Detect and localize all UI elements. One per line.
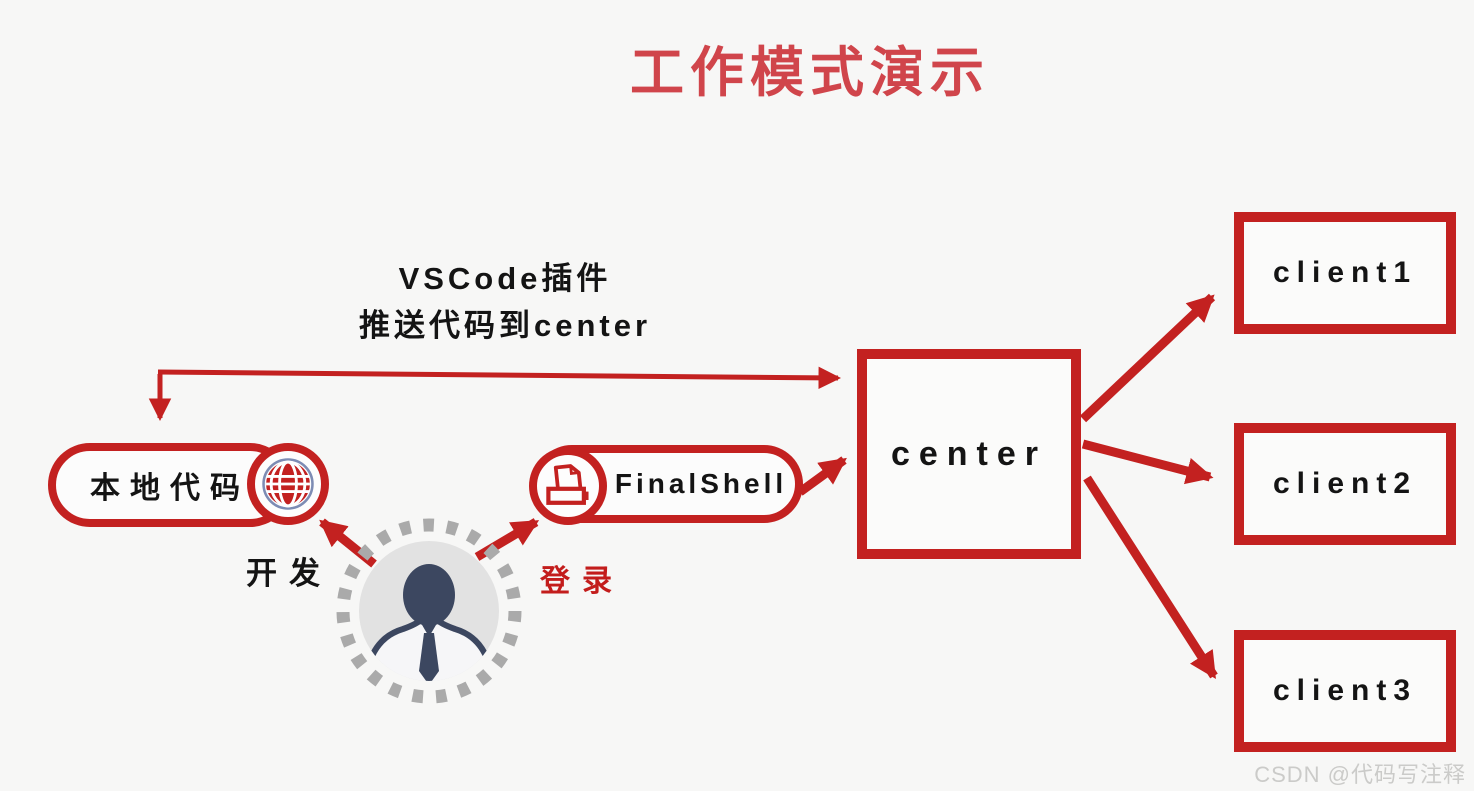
printer-icon-glyph (546, 464, 589, 505)
local-code-label: 本地代码 (90, 472, 250, 505)
center-label: center (890, 434, 1048, 473)
arrow-finalshell-center (797, 456, 847, 496)
globe-icon (247, 443, 329, 525)
node-client2: client2 (1234, 423, 1456, 545)
arrow-center-client3 (1083, 475, 1218, 680)
node-client1: client1 (1234, 212, 1456, 334)
node-center: center (857, 349, 1081, 559)
page-title: 工作模式演示 (630, 43, 990, 103)
globe-icon-glyph (262, 458, 314, 510)
client3-label: client3 (1272, 674, 1418, 707)
avatar-dotted-ring (336, 518, 522, 704)
label-develop: 开发 (246, 556, 332, 591)
user-avatar (336, 518, 522, 704)
arrow-center-client2 (1081, 439, 1214, 485)
annotation-line1: VSCode插件 (398, 261, 612, 296)
watermark: CSDN @代码写注释 (1254, 762, 1466, 787)
label-login: 登录 (540, 565, 624, 598)
client2-label: client2 (1272, 467, 1418, 500)
printer-icon (529, 447, 607, 525)
finalshell-label: FinalShell (614, 468, 788, 499)
arrow-push-to-center (157, 366, 841, 390)
arrow-center-client1 (1079, 293, 1216, 423)
annotation-line2: 推送代码到center (358, 308, 652, 343)
annotation-vscode-push: VSCode插件 推送代码到center (330, 255, 680, 349)
node-local-code: 本地代码 (48, 443, 292, 527)
node-client3: client3 (1234, 630, 1456, 752)
client1-label: client1 (1272, 256, 1418, 289)
